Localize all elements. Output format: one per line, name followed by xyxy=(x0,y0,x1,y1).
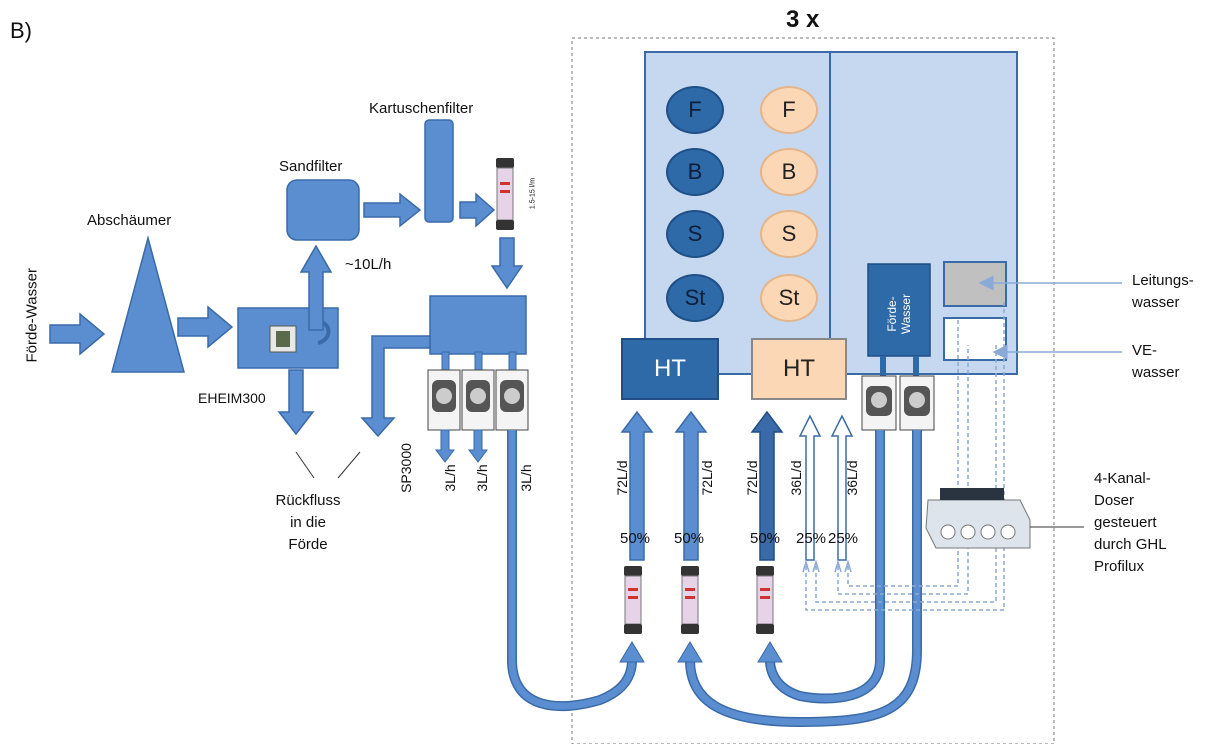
flowmeter-lower-2 xyxy=(681,566,699,634)
flow-arrow-2 xyxy=(674,410,708,561)
pump-2-arrow xyxy=(468,429,488,463)
ve-label-2: wasser xyxy=(1132,364,1180,381)
percent-3: 50% xyxy=(750,530,781,547)
circle-right-1: F xyxy=(760,86,818,134)
tap-water-reservoir xyxy=(943,261,1007,307)
flow-label-2: 72L/d xyxy=(699,460,715,496)
flow-arrow-3 xyxy=(750,410,784,561)
doser-label-5: Profilux xyxy=(1094,558,1145,575)
heater-left xyxy=(621,338,719,400)
doser-device-icon xyxy=(925,488,1031,549)
rueckfluss-line-2: in die xyxy=(290,514,326,531)
sandfilter-label: Sandfilter xyxy=(279,158,343,175)
foerde-box xyxy=(867,263,931,357)
circle-left-1: F xyxy=(666,86,724,134)
flow-arrow-1 xyxy=(620,410,654,561)
inlet-arrow xyxy=(49,312,106,356)
circle-left-4: St xyxy=(666,274,724,322)
flowmeter-scale-label: 1.5-15 l/m xyxy=(529,177,537,210)
percent-4: 25% xyxy=(796,530,827,547)
flow-3b-label: 3L/h xyxy=(474,464,490,492)
header-box xyxy=(429,295,527,355)
flow-label-5: 36L/d xyxy=(844,460,860,496)
heater-right-label: HT xyxy=(783,355,815,382)
percent-5: 25% xyxy=(828,530,859,547)
doser-label-1: 4-Kanal- xyxy=(1094,470,1151,487)
pump-1-arrow xyxy=(435,429,455,463)
sandfilter-box xyxy=(286,179,360,241)
pump-1-icon xyxy=(427,369,461,431)
flowmeter-to-header-arrow xyxy=(490,237,524,290)
rueckfluss-line-1: Rückfluss xyxy=(275,492,341,509)
foerde-pump-2-icon xyxy=(899,375,935,431)
flowmeter-lower-1 xyxy=(624,566,642,634)
eheim-label: EHEIM300 xyxy=(198,390,266,406)
circle-left-2: B xyxy=(666,148,724,196)
heater-right xyxy=(751,338,847,400)
multiplier-label: 3 x xyxy=(786,6,820,33)
pipe-arrowhead-1 xyxy=(619,641,645,663)
sump-return-arrow xyxy=(277,369,315,436)
flowmeter-top xyxy=(496,158,514,230)
skimmer-shape xyxy=(111,235,185,373)
percent-1: 50% xyxy=(620,530,651,547)
skimmer-to-sump-arrow xyxy=(177,305,234,349)
abschaeumer-label: Abschäumer xyxy=(87,212,172,229)
circle-right-2: B xyxy=(760,148,818,196)
foerde-wasser-label: Förde-Wasser xyxy=(23,268,41,363)
pipe-arrowhead-3 xyxy=(757,641,783,663)
doser-label-4: durch GHL xyxy=(1094,536,1167,553)
cartridge-filter xyxy=(424,119,454,223)
flow-arrow-5 xyxy=(830,414,854,561)
sp3000-label: SP3000 xyxy=(398,443,414,493)
circle-left-3: S xyxy=(666,210,724,258)
flow-3a-label: 3L/h xyxy=(442,464,458,492)
rueckfluss-line-3: Förde xyxy=(288,536,328,553)
leitung-label-1: Leitungs- xyxy=(1132,272,1194,289)
flow-label-3: 72L/d xyxy=(744,460,760,496)
doser-label-2: Doser xyxy=(1094,492,1135,509)
pump-2-icon xyxy=(461,369,495,431)
dosing-lines xyxy=(805,300,1005,611)
flowmeter-lower-3 xyxy=(756,566,774,634)
sandfilter-to-cartridge-arrow xyxy=(363,192,422,228)
leitung-label-2: wasser xyxy=(1132,294,1180,311)
header-overflow-arrow xyxy=(360,335,431,438)
circle-right-4: St xyxy=(760,274,818,322)
foerde-box-label: Förde- Wasser xyxy=(885,293,913,335)
cartridge-to-flowmeter-arrow xyxy=(459,192,496,228)
flow-label-1: 72L/d xyxy=(614,460,630,496)
panel-label: B) xyxy=(10,18,32,43)
sump-to-sandfilter-arrow xyxy=(299,244,333,331)
circle-right-3: S xyxy=(760,210,818,258)
flow-label-4: 36L/d xyxy=(788,460,804,496)
repeat-frame xyxy=(571,37,1055,744)
doser-label-3: gesteuert xyxy=(1094,514,1157,531)
ve-label-1: VE- xyxy=(1132,342,1158,359)
kartuschenfilter-label: Kartuschenfilter xyxy=(369,100,474,117)
flow-3c-label: 3L/h xyxy=(518,464,534,492)
pipe-arrowhead-2 xyxy=(677,641,703,663)
percent-2: 50% xyxy=(674,530,705,547)
heater-left-label: HT xyxy=(654,355,686,382)
flow-arrow-4 xyxy=(798,414,822,561)
flow-10-label: ~10L/h xyxy=(345,256,392,273)
pump-3-icon xyxy=(495,369,529,431)
foerde-pump-1-icon xyxy=(861,375,897,431)
